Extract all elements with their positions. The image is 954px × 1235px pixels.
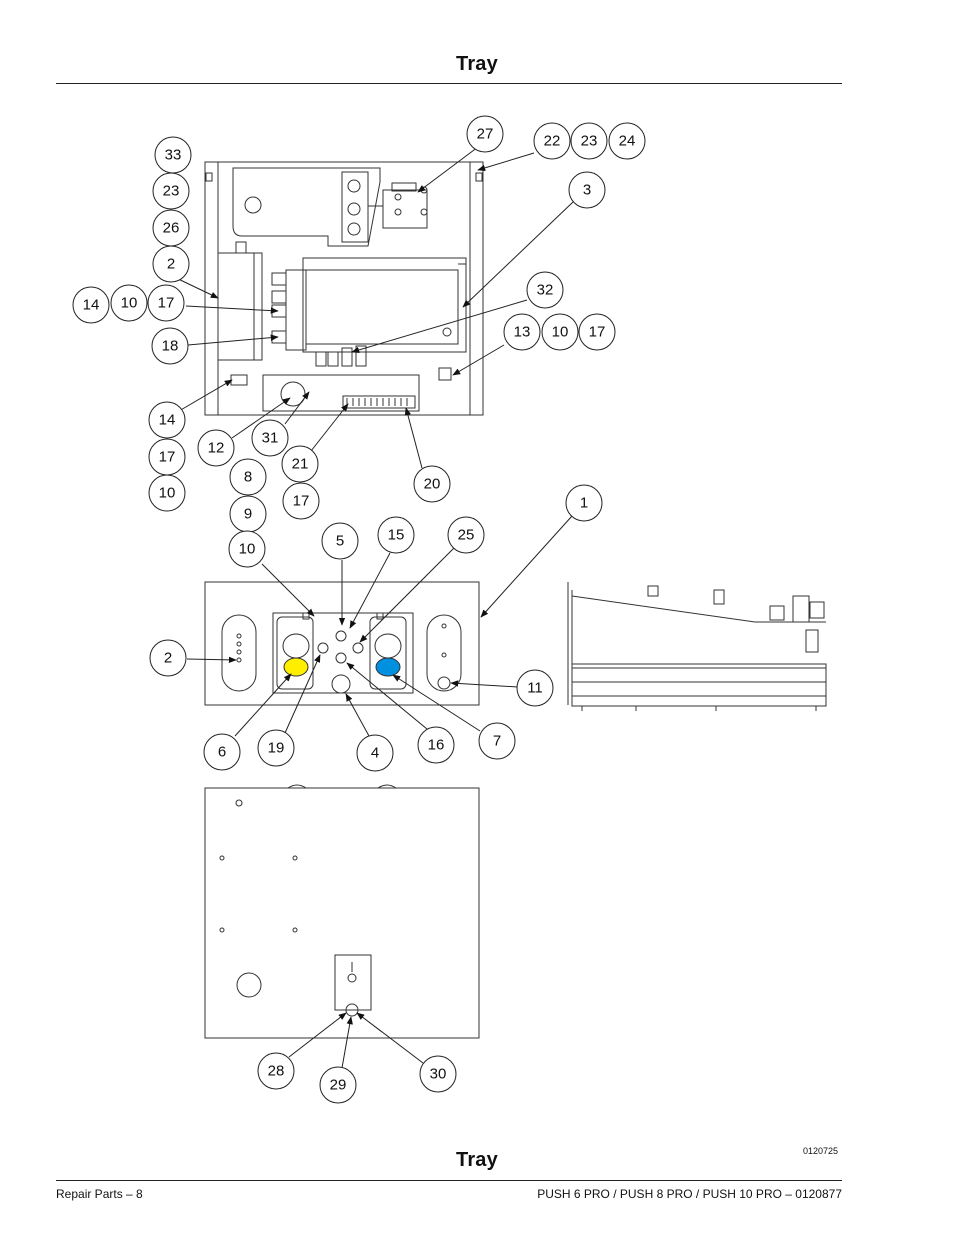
footer-left: Repair Parts – 8 <box>56 1187 143 1201</box>
callout-10c: 10 <box>148 474 186 512</box>
callout-33-label: 33 <box>165 147 182 164</box>
callout-20-label: 20 <box>424 476 441 493</box>
callout-17a-label: 17 <box>158 295 175 312</box>
callout-31: 31 <box>251 419 289 457</box>
callout-17b: 17 <box>578 313 616 351</box>
callout-2a-label: 2 <box>167 256 175 273</box>
callout-2b: 2 <box>149 639 187 677</box>
callout-14b-label: 14 <box>159 412 176 429</box>
callout-9: 9 <box>229 495 267 533</box>
front-view <box>204 581 480 706</box>
callout-14a-label: 14 <box>83 297 100 314</box>
callout-30: 30 <box>419 1055 457 1093</box>
callout-32: 32 <box>526 271 564 309</box>
callout-24: 24 <box>608 122 646 160</box>
callout-10b-label: 10 <box>552 324 569 341</box>
callout-25-label: 25 <box>458 527 475 544</box>
callout-18: 18 <box>151 327 189 365</box>
callout-5-label: 5 <box>336 533 344 550</box>
callout-16-label: 16 <box>428 737 445 754</box>
callout-10c-label: 10 <box>159 485 176 502</box>
callout-10a-label: 10 <box>121 295 138 312</box>
callout-8: 8 <box>229 458 267 496</box>
callout-29: 29 <box>319 1066 357 1104</box>
callout-6-label: 6 <box>218 744 226 761</box>
drawing-number: 0120725 <box>803 1146 839 1156</box>
callout-17a: 17 <box>147 284 185 322</box>
header-rule <box>56 83 842 84</box>
callout-26-label: 26 <box>163 220 180 237</box>
callout-17c-label: 17 <box>159 449 176 466</box>
callout-30-label: 30 <box>430 1066 447 1083</box>
callout-26: 26 <box>152 209 190 247</box>
callout-27: 27 <box>466 115 504 153</box>
page-title: Tray <box>456 53 498 75</box>
callout-14b: 14 <box>148 401 186 439</box>
callout-25: 25 <box>447 516 485 554</box>
callout-21-label: 21 <box>292 456 309 473</box>
callout-17d-label: 17 <box>293 493 310 510</box>
callout-22-label: 22 <box>544 133 561 150</box>
callout-17d: 17 <box>282 482 320 520</box>
callout-10d-label: 10 <box>239 541 256 558</box>
callout-15: 15 <box>377 516 415 554</box>
callout-3-label: 3 <box>583 182 591 199</box>
bottom-view <box>204 784 480 1039</box>
callout-6: 6 <box>203 733 241 771</box>
callout-23a-label: 23 <box>163 183 180 200</box>
figure-caption: Tray <box>456 1149 498 1171</box>
callout-8-label: 8 <box>244 469 252 486</box>
callout-23b-label: 23 <box>581 133 598 150</box>
callout-13: 13 <box>503 313 541 351</box>
callout-20: 20 <box>413 465 451 503</box>
callout-22: 22 <box>533 122 571 160</box>
callout-33: 33 <box>154 136 192 174</box>
callout-19: 19 <box>257 729 295 767</box>
callout-2b-label: 2 <box>164 650 172 667</box>
callout-10d: 10 <box>228 530 266 568</box>
callout-24-label: 24 <box>619 133 636 150</box>
side-view <box>567 582 827 711</box>
callout-1: 1 <box>565 484 603 522</box>
callout-7: 7 <box>478 722 516 760</box>
callout-4: 4 <box>356 734 394 772</box>
callout-12: 12 <box>197 429 235 467</box>
callout-11: 11 <box>516 669 554 707</box>
callout-17b-label: 17 <box>589 324 606 341</box>
callout-13-label: 13 <box>514 324 531 341</box>
callout-18-label: 18 <box>162 338 179 355</box>
callout-12-label: 12 <box>208 440 225 457</box>
footer-right: PUSH 6 PRO / PUSH 8 PRO / PUSH 10 PRO – … <box>537 1187 842 1201</box>
callout-5: 5 <box>321 522 359 560</box>
callout-28: 28 <box>257 1052 295 1090</box>
top-view <box>204 161 484 416</box>
callout-14a: 14 <box>72 286 110 324</box>
callout-10b: 10 <box>541 313 579 351</box>
callout-3: 3 <box>568 171 606 209</box>
callout-9-label: 9 <box>244 506 252 523</box>
callout-15-label: 15 <box>388 527 405 544</box>
callout-23a: 23 <box>152 172 190 210</box>
callout-27-label: 27 <box>477 126 494 143</box>
callout-17c: 17 <box>148 438 186 476</box>
callout-11-label: 11 <box>527 680 543 697</box>
callout-21: 21 <box>281 445 319 483</box>
callout-29-label: 29 <box>330 1077 347 1094</box>
callout-23b: 23 <box>570 122 608 160</box>
leader-lines <box>171 146 574 1069</box>
callout-32-label: 32 <box>537 282 554 299</box>
callout-4-label: 4 <box>371 745 379 762</box>
callout-31-label: 31 <box>262 430 279 447</box>
callout-2a: 2 <box>152 245 190 283</box>
callout-28-label: 28 <box>268 1063 285 1080</box>
callout-7-label: 7 <box>493 733 501 750</box>
callout-19-label: 19 <box>268 740 285 757</box>
footer-rule <box>56 1180 842 1181</box>
callout-10a: 10 <box>110 284 148 322</box>
callout-1-label: 1 <box>580 495 588 512</box>
callout-16: 16 <box>417 726 455 764</box>
